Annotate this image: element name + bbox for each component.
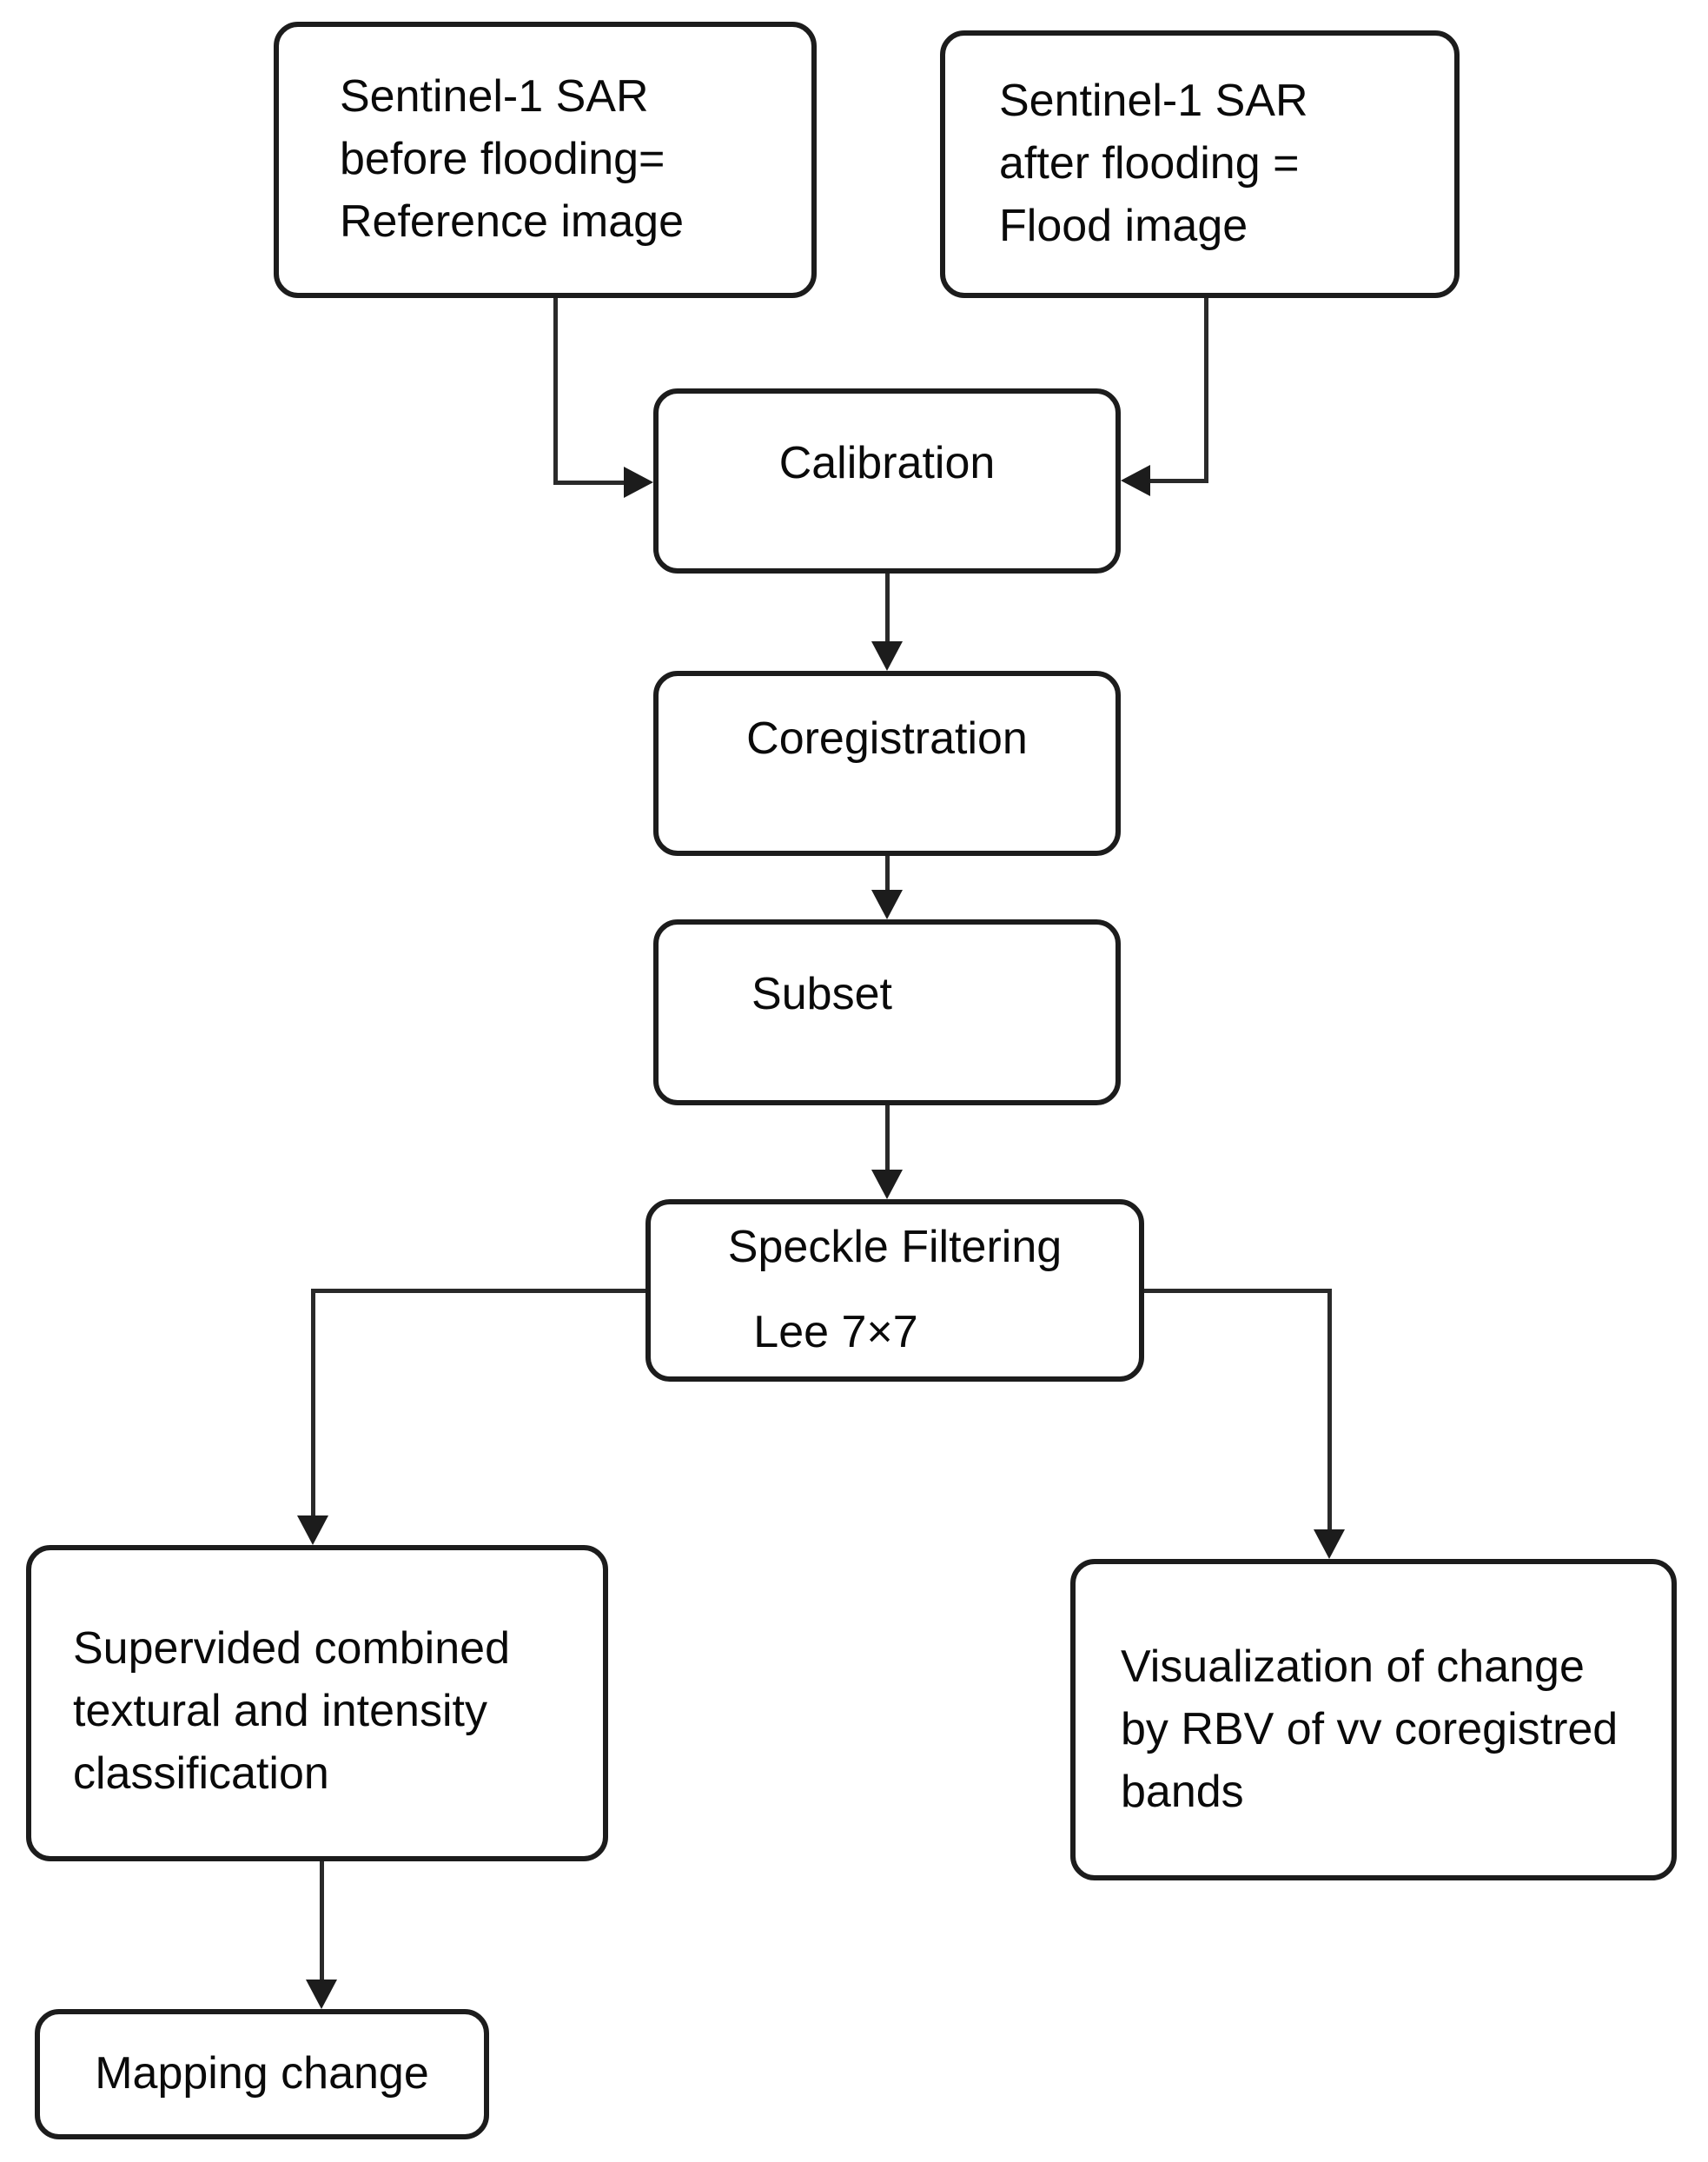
node-speckle-filtering-subtitle: Lee 7×7 <box>753 1307 918 1357</box>
edge-reference-calibration-vline <box>553 298 558 484</box>
edge-speckle-visualization-hline <box>1144 1289 1329 1293</box>
edge-speckle-visualization-vline <box>1327 1289 1332 1531</box>
node-mapping-change: Mapping change <box>35 2009 489 2139</box>
node-calibration: Calibration <box>653 388 1121 574</box>
edge-calibration-coregistration-arrowhead <box>871 641 903 671</box>
edge-subset-speckle-arrowhead <box>871 1170 903 1199</box>
node-visualization-label: Visualization of change by RBV of vv cor… <box>1121 1641 1619 1817</box>
node-speckle-filtering-title: Speckle Filtering <box>727 1222 1063 1273</box>
node-calibration-label: Calibration <box>778 437 996 488</box>
node-subset: Subset <box>653 919 1121 1105</box>
node-mapping-change-label: Mapping change <box>95 2048 429 2099</box>
edge-coregistration-subset-vline <box>885 856 890 892</box>
edge-subset-speckle-vline <box>885 1105 890 1171</box>
edge-reference-calibration-hline <box>553 481 627 485</box>
node-visualization: Visualization of change by RBV of vv cor… <box>1070 1559 1677 1880</box>
node-coregistration-label: Coregistration <box>746 713 1028 765</box>
edge-calibration-coregistration-vline <box>885 574 890 645</box>
edge-flood-calibration-hline <box>1147 479 1208 483</box>
node-reference-image-label: Sentinel-1 SAR before flooding= Referenc… <box>340 71 684 247</box>
edge-coregistration-subset-arrowhead <box>871 890 903 919</box>
node-classification: Supervided combined textural and intensi… <box>26 1545 608 1861</box>
edge-classification-mapping-vline <box>320 1861 324 1981</box>
edge-classification-mapping-arrowhead <box>306 1980 337 2009</box>
edge-speckle-visualization-arrowhead <box>1314 1529 1345 1559</box>
edge-flood-calibration-vline <box>1204 298 1208 483</box>
edge-speckle-classification-vline <box>311 1289 315 1517</box>
node-coregistration: Coregistration <box>653 671 1121 856</box>
node-subset-label: Subset <box>751 969 892 1020</box>
edge-reference-calibration-arrowhead <box>624 467 653 498</box>
node-reference-image: Sentinel-1 SAR before flooding= Referenc… <box>274 22 817 298</box>
edge-speckle-classification-hline <box>311 1289 645 1293</box>
edge-speckle-classification-arrowhead <box>297 1515 328 1545</box>
node-flood-image-label: Sentinel-1 SAR after flooding = Flood im… <box>999 76 1308 251</box>
edge-flood-calibration-arrowhead <box>1121 465 1150 496</box>
node-speckle-filtering: Speckle Filtering Lee 7×7 <box>645 1199 1144 1382</box>
node-flood-image: Sentinel-1 SAR after flooding = Flood im… <box>940 30 1460 298</box>
node-classification-label: Supervided combined textural and intensi… <box>73 1623 510 1799</box>
